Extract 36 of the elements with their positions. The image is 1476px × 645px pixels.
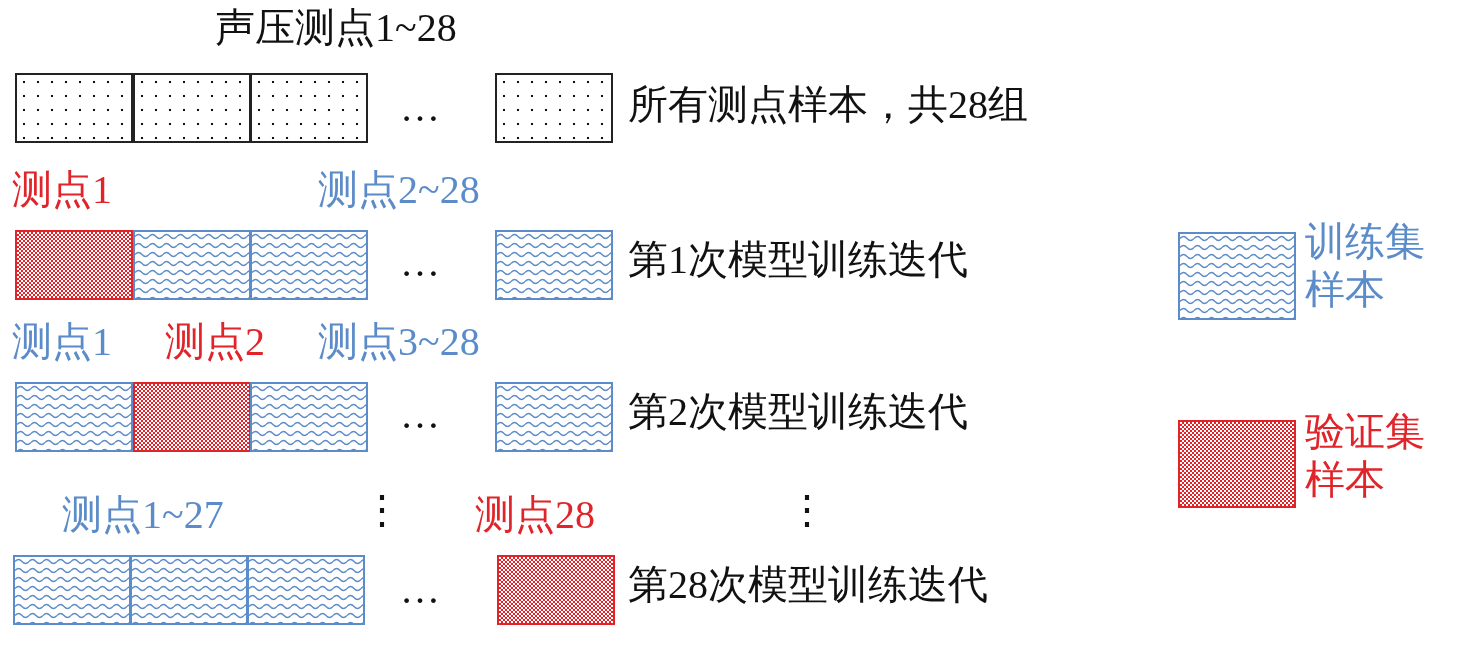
point-label: 测点28	[475, 495, 595, 535]
point-label: 测点1	[12, 322, 112, 362]
legend-label: 验证集样本	[1305, 408, 1426, 504]
point-label: 测点3~28	[318, 322, 480, 362]
point-label: 测点1~27	[62, 495, 224, 535]
sample-block	[250, 73, 368, 143]
sample-block	[250, 230, 368, 300]
sample-block	[130, 555, 248, 625]
sample-block	[495, 230, 613, 300]
legend-label: 训练集样本	[1305, 218, 1426, 314]
sample-block	[133, 382, 251, 452]
sample-block	[133, 230, 251, 300]
ellipsis: …	[400, 395, 440, 435]
point-label: 测点2~28	[318, 170, 480, 210]
sample-block	[133, 73, 251, 143]
ellipsis: …	[400, 243, 440, 283]
sample-block	[495, 73, 613, 143]
ellipsis: …	[400, 570, 440, 610]
row-caption: 第2次模型训练迭代	[628, 392, 968, 432]
row-caption: 第28次模型训练迭代	[628, 565, 988, 605]
sample-block	[15, 230, 133, 300]
sample-block	[250, 382, 368, 452]
ellipsis: …	[400, 88, 440, 128]
sample-block	[15, 73, 133, 143]
sample-block	[13, 555, 131, 625]
sample-block	[495, 382, 613, 452]
sample-block	[15, 382, 133, 452]
vertical-ellipsis: ⋮	[787, 490, 827, 530]
sample-block	[247, 555, 365, 625]
point-label: 测点1	[12, 170, 112, 210]
row-caption: 第1次模型训练迭代	[628, 240, 968, 280]
row-caption: 所有测点样本，共28组	[628, 85, 1028, 125]
point-label: 测点2	[165, 322, 265, 362]
sample-block	[497, 555, 615, 625]
group-title: 声压测点1~28	[215, 8, 457, 48]
vertical-ellipsis: ⋮	[362, 490, 402, 530]
